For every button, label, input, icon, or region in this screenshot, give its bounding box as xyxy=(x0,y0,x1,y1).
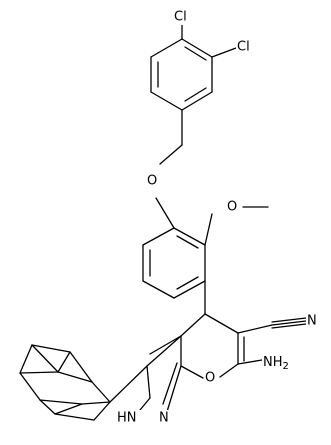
label-o-ether: O xyxy=(147,174,157,189)
label-n-pyrazole: N xyxy=(159,411,169,426)
label-nh2: NH2 xyxy=(263,355,289,373)
pyrazole-ring xyxy=(139,335,182,416)
label-nh-pyrazole: HN xyxy=(117,411,137,426)
methoxyphenyl-ring xyxy=(142,227,206,299)
nitrile-triple-bond xyxy=(271,317,307,329)
bond-c-nh2 xyxy=(237,359,263,365)
bond-c-cl-right xyxy=(211,47,237,58)
label-n-nitrile: N xyxy=(307,314,317,329)
bond-ch2-o xyxy=(159,144,183,165)
bond-ring-omethoxy xyxy=(204,213,213,246)
bond-c-cn xyxy=(237,324,273,334)
label-o-methoxy: O xyxy=(227,200,237,215)
bond-o-ring xyxy=(155,197,175,229)
label-cl-right: Cl xyxy=(237,40,250,55)
label-nh: NH xyxy=(263,355,283,370)
label-cl-top: Cl xyxy=(174,10,187,25)
adamantyl-cage xyxy=(19,344,148,421)
label-o-pyran: O xyxy=(205,371,215,386)
pyran-ring xyxy=(180,313,245,379)
atom-labels: Cl Cl O O N NH2 O HN N xyxy=(116,9,320,426)
dichlorophenyl-ring xyxy=(150,38,213,111)
label-nh2-subscript: 2 xyxy=(283,361,289,372)
